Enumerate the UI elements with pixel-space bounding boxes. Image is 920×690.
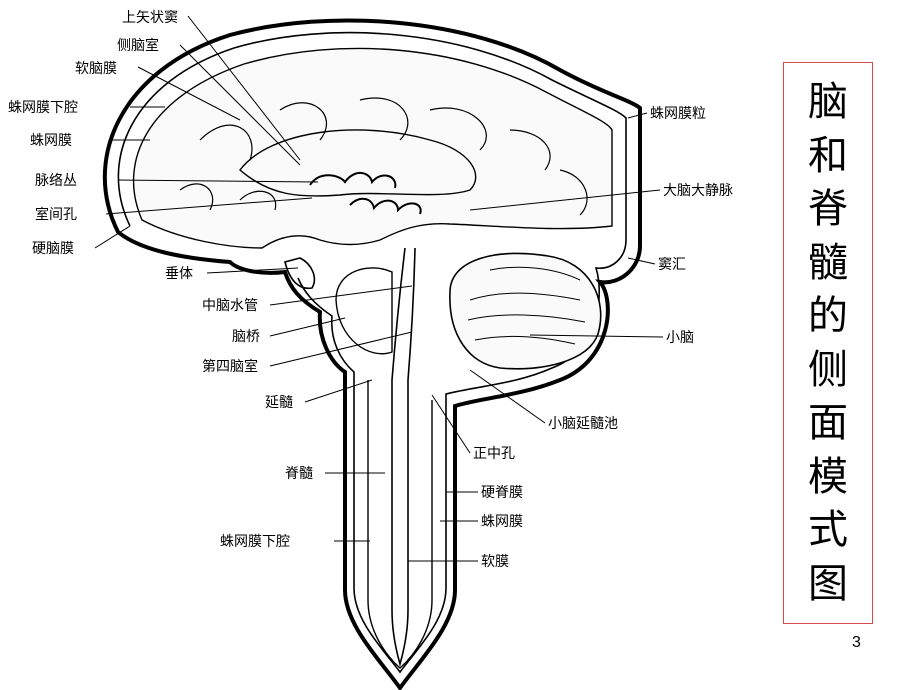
label-great-cerebral-vein: 大脑大静脉	[663, 183, 733, 199]
hypophysis-shape	[284, 257, 316, 290]
label-interventricular-foramen: 室间孔	[35, 206, 77, 223]
label-medulla: 延髓	[265, 395, 293, 411]
label-pia-mater-top: 软脑膜	[75, 61, 117, 77]
label-cerebellomedullary-cistern: 小脑延髓池	[548, 416, 618, 432]
pons-shape	[335, 267, 393, 355]
label-spinal-dura: 硬脊膜	[481, 485, 523, 501]
title-char: 图	[808, 560, 848, 607]
brainstem-cord	[391, 247, 416, 667]
label-arachnoid-granulation: 蛛网膜粒	[650, 106, 706, 122]
vertical-title-box: 脑 和 脊 髓 的 侧 面 模 式 图	[783, 62, 873, 624]
title-char: 髓	[808, 239, 848, 286]
label-median-aperture: 正中孔	[473, 446, 515, 462]
label-subarachnoid-space-top: 蛛网膜下腔	[8, 100, 78, 116]
gyri-lines	[179, 97, 588, 216]
label-pons: 脑桥	[232, 329, 260, 345]
title-char: 和	[808, 132, 848, 179]
label-hypophysis: 垂体	[165, 266, 193, 282]
label-arachnoid-bottom: 蛛网膜	[481, 514, 523, 530]
label-cerebral-aqueduct: 中脑水管	[202, 298, 258, 314]
page-number: 3	[852, 634, 861, 651]
label-choroid-plexus: 脉络丛	[35, 173, 77, 189]
title-char: 面	[808, 400, 848, 447]
title-char: 脑	[808, 79, 848, 126]
label-fourth-ventricle: 第四脑室	[202, 358, 258, 375]
label-spinal-cord: 脊髓	[285, 466, 313, 482]
label-superior-sagittal-sinus: 上矢状窦	[122, 10, 178, 26]
dura-outline	[102, 18, 642, 690]
title-char: 模	[808, 453, 848, 500]
choroid-plexus-shape	[309, 172, 422, 215]
title-char: 式	[808, 507, 848, 554]
title-char: 侧	[808, 346, 848, 393]
label-dura-mater-brain: 硬脑膜	[32, 241, 74, 257]
cord-outer	[367, 380, 433, 669]
label-cerebellum: 小脑	[666, 330, 694, 346]
cerebrum-outline	[133, 47, 613, 249]
cerebellum-folia	[467, 266, 586, 345]
label-lateral-ventricle: 侧脑室	[117, 37, 159, 54]
label-pia-mater-bottom: 软膜	[481, 554, 509, 570]
label-confluence-of-sinuses: 窦汇	[658, 257, 686, 273]
cerebellum-shape	[449, 252, 602, 370]
title-char: 的	[808, 293, 848, 340]
label-arachnoid-top: 蛛网膜	[30, 133, 72, 149]
label-subarachnoid-space-bottom: 蛛网膜下腔	[220, 534, 290, 550]
lateral-ventricle-shape	[239, 129, 477, 197]
title-char: 脊	[808, 186, 848, 233]
